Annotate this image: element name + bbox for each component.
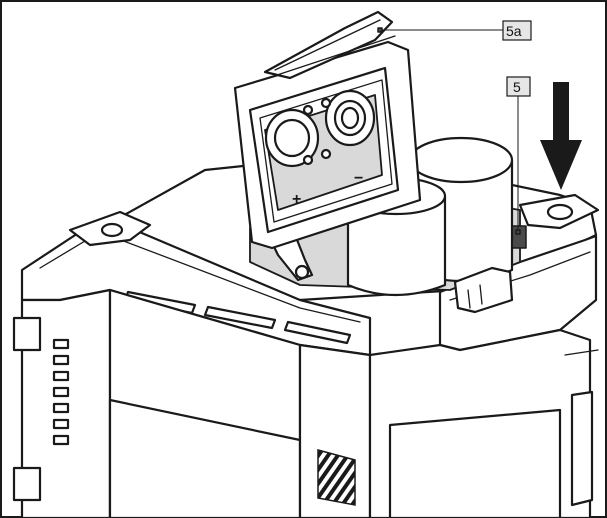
callout-label-5: 5 (513, 79, 521, 95)
down-arrow-icon (540, 82, 582, 190)
latch (453, 266, 514, 314)
minus-mark: − (354, 170, 363, 187)
callout-label-5a: 5a (506, 23, 522, 39)
callout-5: 5 (506, 76, 531, 235)
callout-5a: 5a (377, 20, 532, 41)
battery-lid: + − (233, 10, 422, 250)
plus-mark: + (292, 191, 301, 208)
side-ribs (52, 338, 70, 446)
